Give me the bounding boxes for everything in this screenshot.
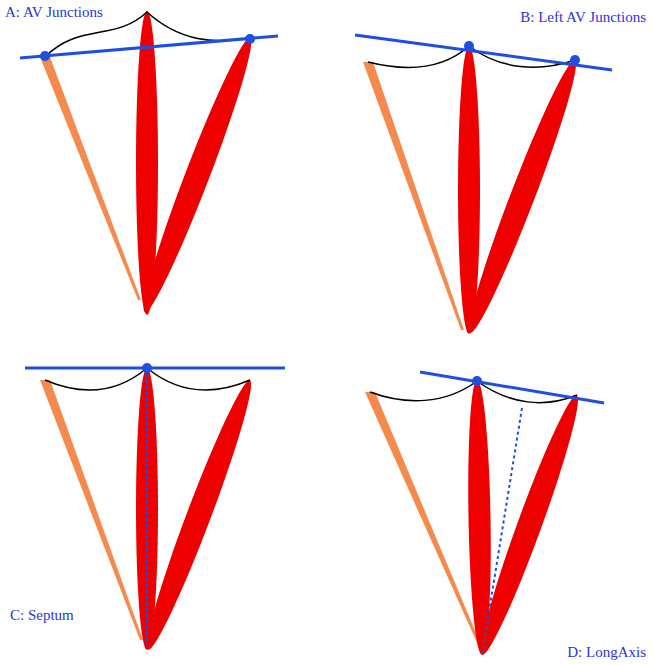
junction-dot [472, 376, 482, 386]
panel-b [355, 35, 612, 337]
junction-dot [570, 55, 580, 65]
septum-wall [136, 368, 158, 650]
valve-plane [355, 35, 612, 70]
lateral-wall [471, 391, 588, 659]
right-ventricle-wall [363, 62, 464, 330]
right-ventricle-wall [40, 380, 143, 640]
reference-plane [420, 372, 604, 403]
junction-dot [142, 363, 152, 373]
panel-label: B: Left AV Junctions [518, 8, 648, 26]
junction-dot [464, 41, 474, 51]
lateral-wall [137, 376, 261, 654]
junction-dot [245, 34, 255, 44]
panel-label: D: LongAxis [565, 643, 648, 661]
long-axis [482, 408, 522, 655]
lateral-wall [134, 33, 262, 316]
reference-plane [25, 367, 285, 370]
junction-dot [40, 51, 50, 61]
right-ventricle-wall [365, 392, 481, 645]
right-ventricle-wall [40, 57, 141, 300]
septum-axis [146, 368, 148, 645]
valve-plane [20, 36, 278, 58]
panel-label: C: Septum [8, 606, 76, 624]
panel-d [365, 372, 604, 659]
septum-wall [458, 46, 480, 334]
panel-label: A: AV Junctions [3, 3, 105, 21]
lateral-wall [459, 56, 586, 337]
panel-a [20, 11, 278, 317]
